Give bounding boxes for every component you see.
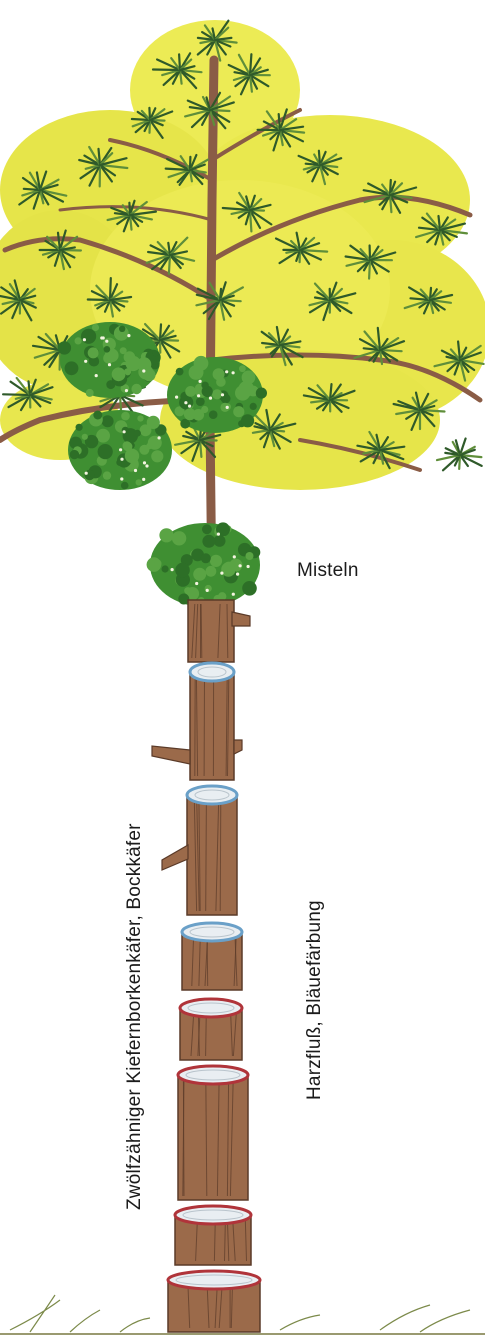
label-kiefernborkenkaefer: Zwölfzähniger Kiefernborkenkäfer, Bockkä… [124, 823, 146, 1210]
label-misteln: Misteln [297, 560, 359, 582]
trunk-sections [152, 600, 260, 1332]
label-harzfluss: Harzfluß, Bläuefärbung [304, 900, 326, 1100]
